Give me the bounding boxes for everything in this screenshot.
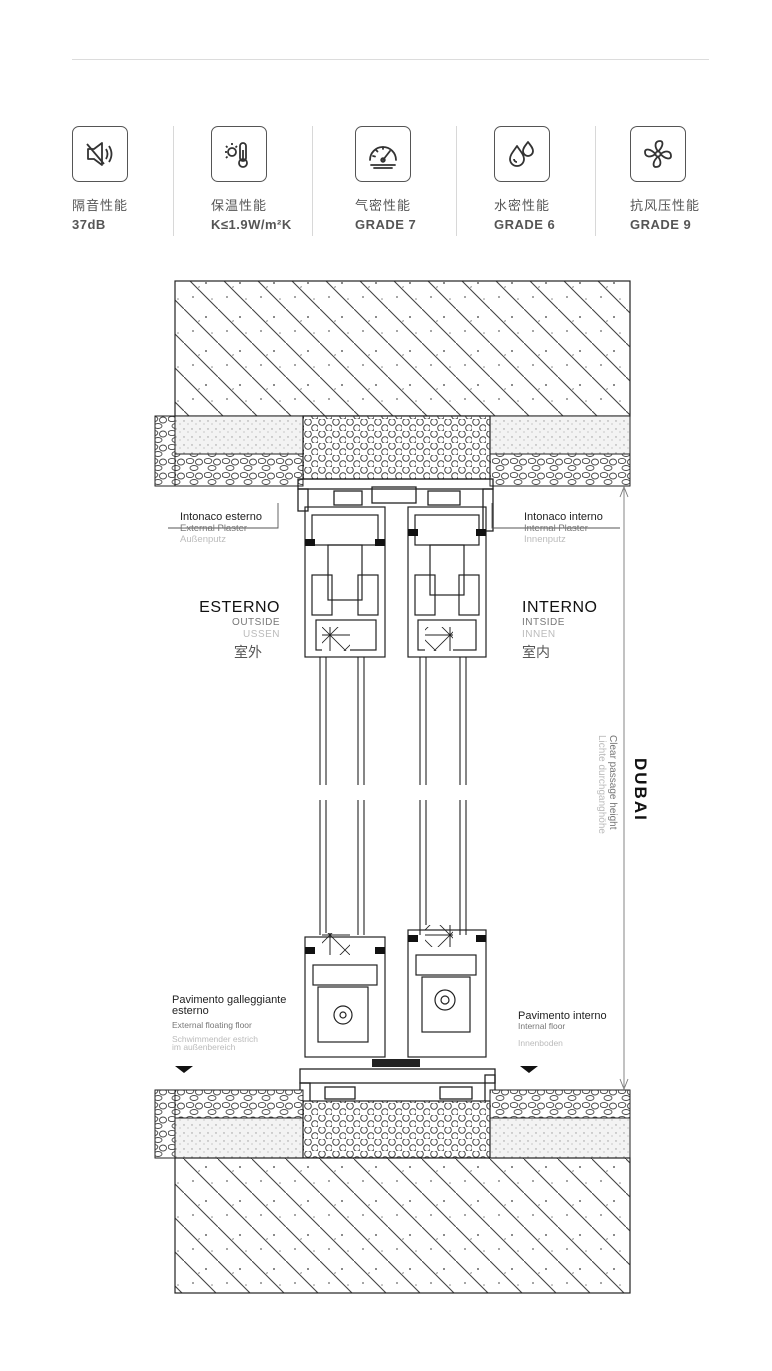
ceiling-pebble-ext bbox=[174, 453, 304, 487]
label-it: INTERNO bbox=[522, 599, 598, 616]
spec-divider bbox=[595, 126, 596, 236]
spec-name: 气密性能 bbox=[355, 198, 412, 213]
spec-value: GRADE 7 bbox=[355, 217, 417, 232]
speaker-mute-icon bbox=[72, 126, 128, 182]
gasket bbox=[375, 947, 385, 954]
passage-height-dimension bbox=[619, 485, 629, 1091]
floor-screed-int bbox=[489, 1117, 631, 1159]
label-it: Pavimento galleggiante bbox=[172, 994, 287, 1006]
glazing-spacer bbox=[322, 933, 350, 955]
label-en: Internal floor bbox=[518, 1021, 566, 1031]
glazing-spacer bbox=[425, 925, 453, 947]
floor-level-marker bbox=[520, 1066, 538, 1073]
gauge-icon bbox=[355, 126, 411, 182]
leader-lines bbox=[168, 503, 620, 529]
label-it: Intonaco interno bbox=[524, 511, 603, 523]
water-drops-icon bbox=[494, 126, 550, 182]
spec-name: 保温性能 bbox=[211, 198, 268, 213]
left-glazing bbox=[319, 657, 365, 935]
label-de: Innenboden bbox=[518, 1038, 563, 1049]
spec-air-tightness: 气密性能 GRADE 7 bbox=[355, 126, 445, 232]
brand-vertical-label: DUBAI bbox=[631, 758, 650, 822]
label-en: Clear passage height bbox=[607, 735, 618, 830]
ceiling-plaster-ext bbox=[174, 415, 304, 455]
label-it: esterno bbox=[172, 1005, 209, 1017]
label-it: Intonaco esterno bbox=[180, 511, 262, 523]
spec-divider bbox=[312, 126, 313, 236]
label-it: ESTERNO bbox=[199, 599, 280, 616]
ceiling-insulation bbox=[302, 415, 491, 480]
spec-divider bbox=[456, 126, 457, 236]
floor-concrete-slab bbox=[174, 1157, 631, 1294]
spec-name: 抗风压性能 bbox=[630, 198, 701, 213]
label-de: Lichte durchganghöhe bbox=[596, 735, 607, 834]
floor-insulation bbox=[302, 1100, 491, 1159]
external-floor-label: Pavimento galleggiante esterno External … bbox=[172, 995, 286, 1052]
label-en: Internal Plaster bbox=[524, 522, 588, 534]
label-de: USSEN bbox=[243, 628, 280, 640]
floor-level-marker bbox=[175, 1066, 193, 1073]
gasket bbox=[408, 529, 418, 536]
floor-pebble-ext bbox=[174, 1089, 304, 1119]
label-en: INTSIDE bbox=[522, 617, 565, 629]
label-en: OUTSIDE bbox=[232, 617, 280, 629]
left-sash-bottom bbox=[304, 936, 386, 1058]
label-de: im außenbereich bbox=[172, 1042, 236, 1053]
external-plaster-label: Intonaco esterno External Plaster Außenp… bbox=[180, 511, 262, 545]
gasket bbox=[408, 935, 418, 942]
floor-screed-ext bbox=[174, 1117, 304, 1159]
outside-label: ESTERNO OUTSIDE USSEN 室外 bbox=[196, 599, 280, 660]
spec-value: GRADE 9 bbox=[630, 217, 692, 232]
spec-sound-insulation: 隔音性能 37dB bbox=[72, 126, 162, 232]
spec-wind-resistance: 抗风压性能 GRADE 9 bbox=[630, 126, 720, 232]
ceiling-concrete-slab bbox=[174, 280, 631, 417]
spec-water-tightness: 水密性能 GRADE 6 bbox=[494, 126, 584, 232]
floor-edge-pebble bbox=[154, 1089, 176, 1159]
gasket bbox=[375, 539, 385, 546]
sun-thermometer-icon bbox=[211, 126, 267, 182]
top-divider bbox=[72, 59, 709, 60]
label-zh: 室外 bbox=[234, 644, 262, 661]
spec-name: 隔音性能 bbox=[72, 198, 129, 213]
right-sash-bottom bbox=[407, 929, 487, 1058]
spec-value: GRADE 6 bbox=[494, 217, 556, 232]
label-de: Innenputz bbox=[524, 533, 566, 545]
passage-height-label: Clear passage height Lichte durchganghöh… bbox=[596, 735, 618, 834]
spec-thermal-insulation: 保温性能 K≤1.9W/m²K bbox=[211, 126, 301, 232]
brush-seal bbox=[372, 1059, 420, 1067]
glazing-spacer bbox=[322, 627, 350, 651]
internal-floor-label: Pavimento interno Internal floor Innenbo… bbox=[518, 1011, 607, 1049]
gasket bbox=[305, 947, 315, 954]
glazing-spacer bbox=[425, 627, 453, 651]
label-de: INNEN bbox=[522, 628, 556, 640]
performance-specs: 隔音性能 37dB 保温性能 K≤1.9W/m²K bbox=[72, 126, 712, 241]
spec-value: 37dB bbox=[72, 217, 106, 232]
threshold-profile bbox=[299, 1068, 496, 1104]
internal-plaster-label: Intonaco interno Internal Plaster Innenp… bbox=[524, 511, 603, 545]
fan-icon bbox=[630, 126, 686, 182]
spec-name: 水密性能 bbox=[494, 198, 551, 213]
gasket bbox=[476, 935, 486, 942]
label-en: External Plaster bbox=[180, 522, 248, 534]
ceiling-pebble-int bbox=[489, 453, 631, 487]
gasket bbox=[476, 529, 486, 536]
right-glazing bbox=[419, 657, 467, 935]
spec-value: K≤1.9W/m²K bbox=[211, 217, 292, 232]
ceiling-plaster-int bbox=[489, 415, 631, 455]
inside-label: INTERNO INTSIDE INNEN 室内 bbox=[522, 599, 598, 660]
label-en: External floating floor bbox=[172, 1020, 252, 1030]
gasket bbox=[305, 539, 315, 546]
label-zh: 室内 bbox=[522, 644, 550, 661]
ceiling-edge-pebble bbox=[154, 415, 176, 487]
spec-divider bbox=[173, 126, 174, 236]
head-frame-profile bbox=[297, 478, 494, 532]
label-de: Außenputz bbox=[180, 533, 226, 545]
floor-pebble-int bbox=[489, 1089, 631, 1119]
sliding-door-section-drawing bbox=[154, 280, 631, 1294]
label-de: Schwimmender estrich bbox=[172, 1033, 258, 1044]
label-it: Pavimento interno bbox=[518, 1010, 607, 1022]
